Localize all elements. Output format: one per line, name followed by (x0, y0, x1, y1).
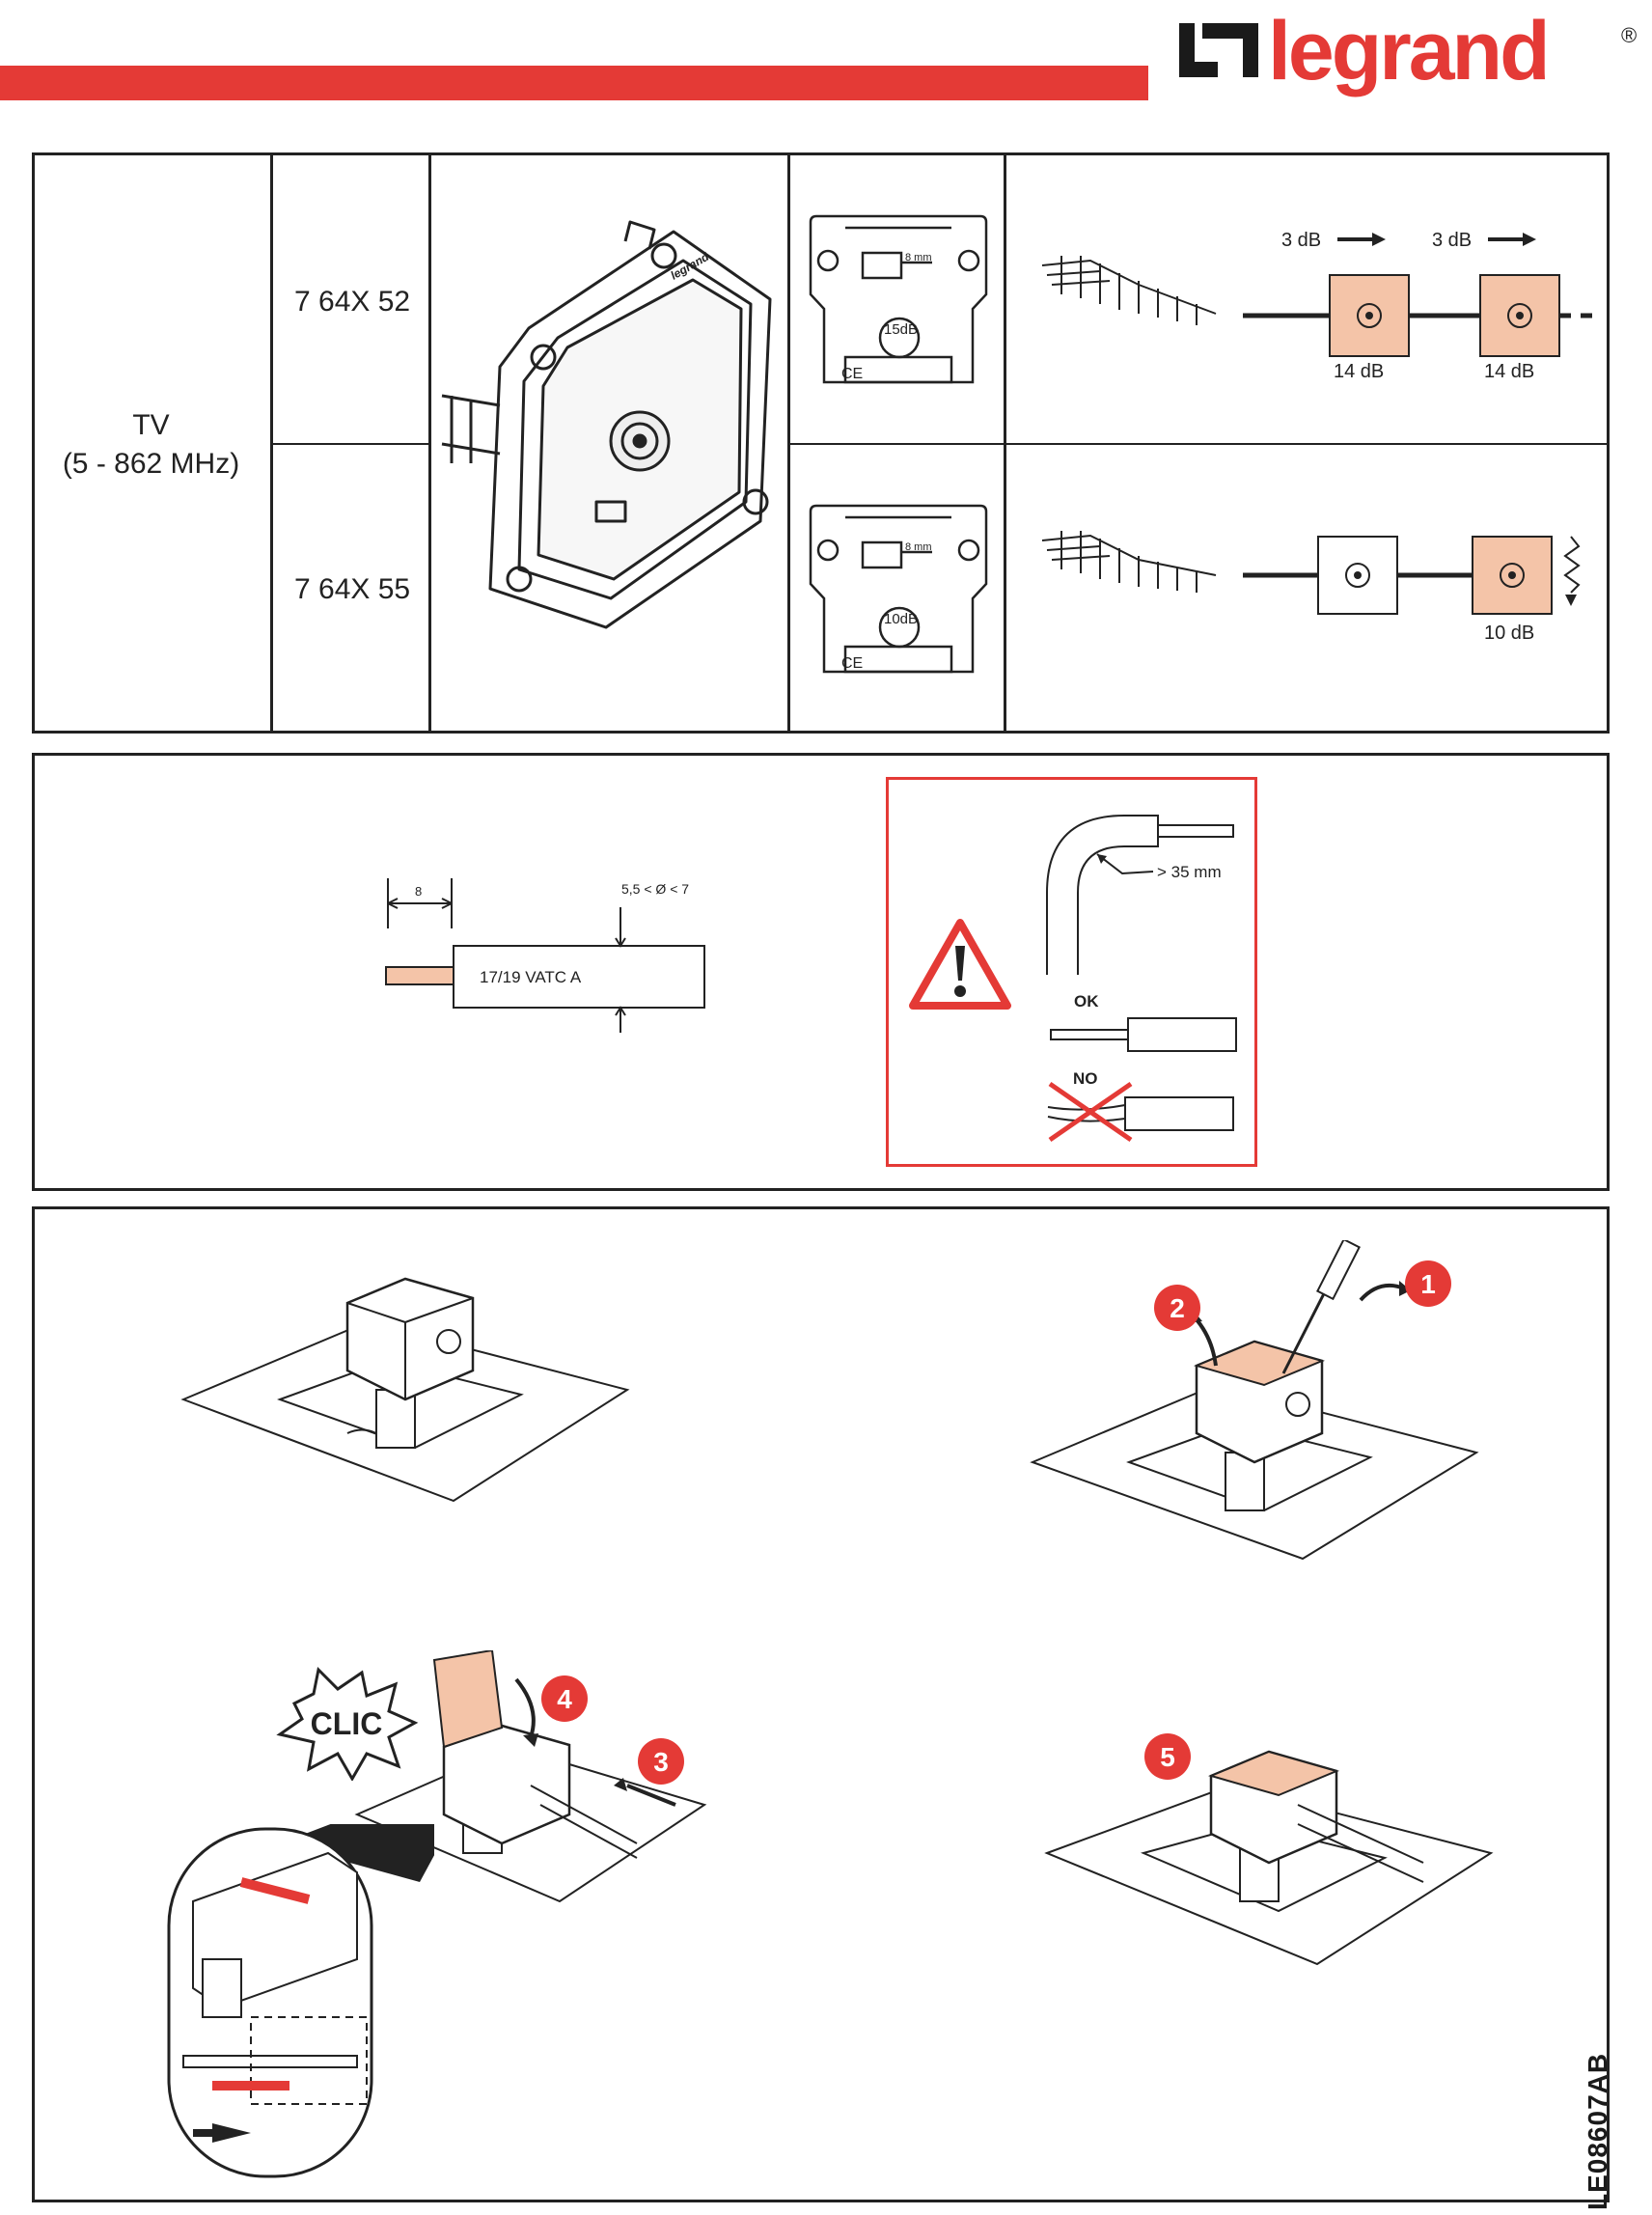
svg-text:3 dB: 3 dB (1432, 230, 1472, 251)
distribution-chain-55: 10 dB (1041, 531, 1581, 644)
cable-no-example: NO (1047, 1069, 1234, 1143)
svg-text:14 dB: 14 dB (1484, 361, 1534, 382)
cable-bend-radius-diagram: > 35 mm (1046, 815, 1234, 975)
tv-socket-illustration: legrand (441, 220, 772, 629)
svg-text:8: 8 (415, 884, 422, 899)
assembly-view-initial (180, 1277, 630, 1503)
svg-text:8 mm: 8 mm (905, 541, 932, 553)
svg-text:15dB: 15dB (884, 321, 918, 338)
table-divider (272, 443, 430, 445)
svg-text:10 dB: 10 dB (1484, 623, 1534, 644)
svg-text:CE: CE (841, 655, 863, 672)
warning-triangle-icon (909, 919, 1011, 1010)
svg-text:10dB: 10dB (884, 611, 918, 627)
cable-preparation-panel (32, 753, 1610, 1191)
cable-ok-example: OK (1050, 992, 1237, 1052)
step-5-badge: 5 (1144, 1733, 1191, 1780)
svg-text:NO: NO (1073, 1069, 1098, 1088)
frequency-range: (5 - 862 MHz) (62, 448, 240, 480)
distribution-chain-52: 3 dB 3 dB 14 dB 14 dB (1041, 230, 1602, 382)
svg-text:5: 5 (1160, 1742, 1175, 1772)
svg-text:3: 3 (653, 1747, 669, 1777)
svg-text:4: 4 (557, 1684, 572, 1714)
svg-text:8 mm: 8 mm (905, 252, 932, 263)
table-divider (787, 152, 790, 734)
assembly-view-open-cover (1030, 1240, 1479, 1561)
svg-text:> 35 mm: > 35 mm (1157, 863, 1222, 881)
svg-text:1: 1 (1420, 1269, 1436, 1299)
assembly-view-insert-cable (354, 1650, 707, 1903)
clic-burst: CLIC (276, 1666, 419, 1781)
reference-55: 7 64X 55 (294, 573, 411, 605)
step-1-badge: 1 (1405, 1260, 1451, 1307)
svg-text:CE: CE (841, 366, 863, 382)
cable-strip-diagram: 8 5,5 < Ø < 7 17/19 VATC A (385, 878, 705, 1033)
svg-text:OK: OK (1074, 992, 1099, 1011)
svg-text:legrand: legrand (1268, 17, 1548, 97)
svg-text:CLIC: CLIC (311, 1706, 383, 1741)
latch-detail-zoom (167, 1824, 434, 2178)
step-3-badge: 3 (638, 1738, 684, 1785)
svg-text:®: ® (1621, 23, 1637, 47)
legrand-logo: legrand ® (1179, 17, 1637, 97)
header-red-bar (0, 66, 1148, 100)
svg-text:14 dB: 14 dB (1334, 361, 1384, 382)
installation-warning-box (886, 777, 1257, 1167)
table-divider (270, 152, 273, 734)
reference-52: 7 64X 52 (294, 286, 411, 318)
document-code: LE08607AB (1583, 2052, 1612, 2210)
product-name: TV (132, 409, 170, 441)
module-diagram-52: 8 mm 15dB CE (809, 214, 988, 384)
table-divider (789, 443, 1610, 445)
step-2-badge: 2 (1154, 1285, 1200, 1331)
module-diagram-55: 8 mm 10dB CE (809, 504, 988, 674)
step-4-badge: 4 (541, 1675, 588, 1722)
assembly-view-closed (1044, 1750, 1494, 1966)
svg-text:2: 2 (1170, 1293, 1185, 1323)
svg-text:5,5 < Ø < 7: 5,5 < Ø < 7 (621, 881, 689, 897)
svg-text:17/19 VATC A: 17/19 VATC A (480, 968, 582, 986)
svg-text:3 dB: 3 dB (1281, 230, 1321, 251)
